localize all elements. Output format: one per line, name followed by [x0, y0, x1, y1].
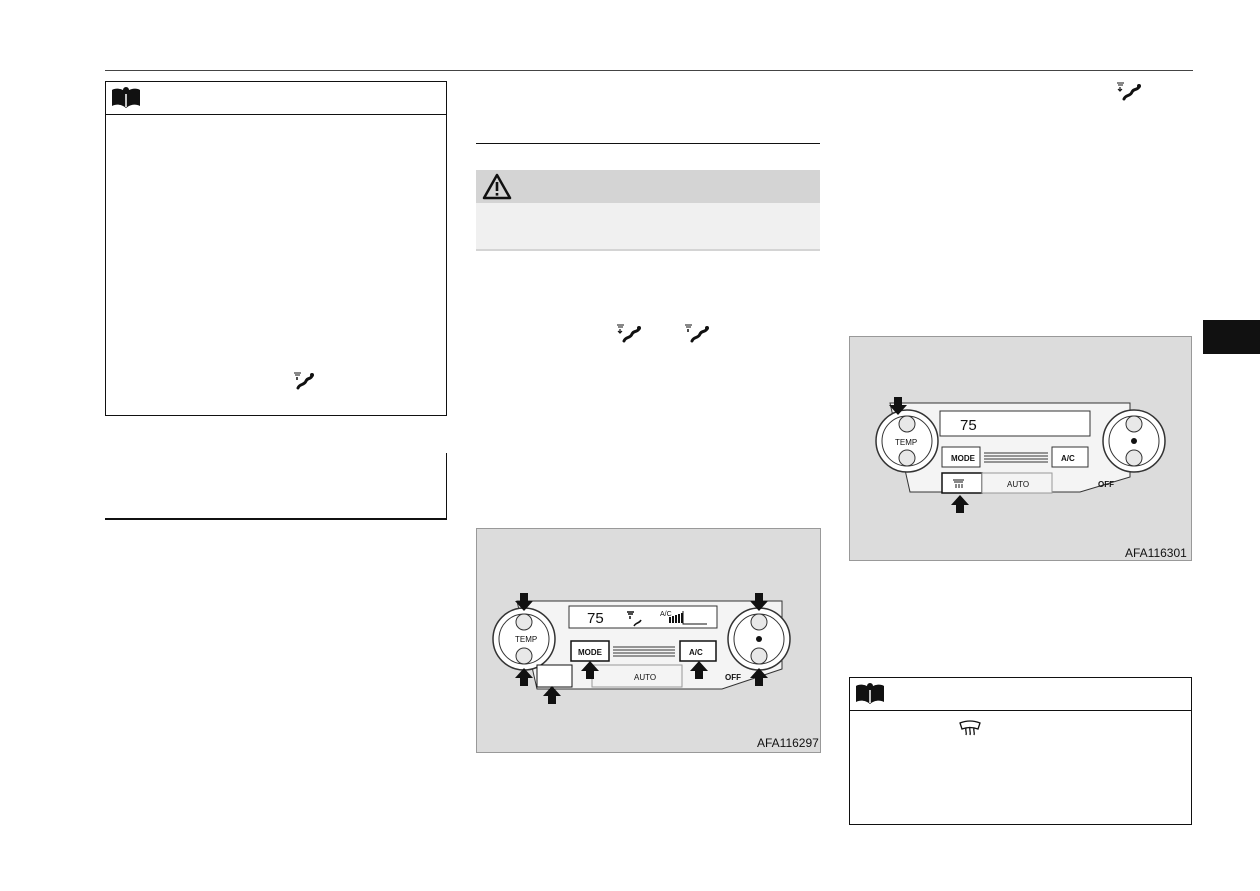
figure-caption: AFA116301	[1125, 546, 1187, 560]
auto-label: AUTO	[634, 673, 656, 682]
defroster-icon	[959, 720, 981, 736]
ac-button-label: A/C	[689, 648, 703, 657]
figure-climate-panel-2: 75 TEMP MODE A/C AUTO OFF AFA116301	[849, 336, 1192, 561]
defroster-foot-mode-icon	[617, 324, 641, 343]
book-icon	[112, 87, 140, 108]
continued-box	[105, 453, 447, 520]
caution-body	[476, 203, 820, 251]
temp-label: TEMP	[515, 635, 537, 644]
book-icon	[856, 683, 884, 704]
climate-control-illustration: 75 A/C TEMP MODE A/C AUTO OFF	[492, 593, 819, 750]
note-box-header	[106, 82, 446, 115]
mode-label: MODE	[951, 454, 976, 463]
note-box-1	[105, 81, 447, 416]
mode-label: MODE	[578, 648, 603, 657]
defroster-foot-mode-icon	[1117, 82, 1141, 101]
section-tab	[1203, 320, 1260, 354]
section-heading-rule	[476, 143, 820, 144]
off-label: OFF	[1098, 480, 1114, 489]
figure-caption: AFA116297	[757, 736, 819, 750]
defroster-foot-mode-icon	[685, 324, 709, 343]
auto-label: AUTO	[1007, 480, 1029, 489]
off-label: OFF	[725, 673, 741, 682]
warning-triangle-icon	[482, 173, 512, 200]
header-rule	[105, 70, 1193, 71]
defroster-foot-mode-icon	[294, 372, 314, 390]
figure-climate-panel-1: 75 A/C TEMP MODE A/C AUTO OFF	[476, 528, 821, 753]
display-temp: 75	[587, 610, 604, 627]
display-ac-label: A/C	[660, 611, 672, 618]
display-temp: 75	[960, 417, 977, 434]
caution-header	[476, 170, 820, 203]
ac-button-label: A/C	[1061, 454, 1075, 463]
climate-control-illustration: 75 TEMP MODE A/C AUTO OFF AFA116301	[875, 397, 1187, 560]
note-box-header	[850, 678, 1191, 711]
temp-label: TEMP	[895, 438, 917, 447]
note-box-2	[849, 677, 1192, 825]
